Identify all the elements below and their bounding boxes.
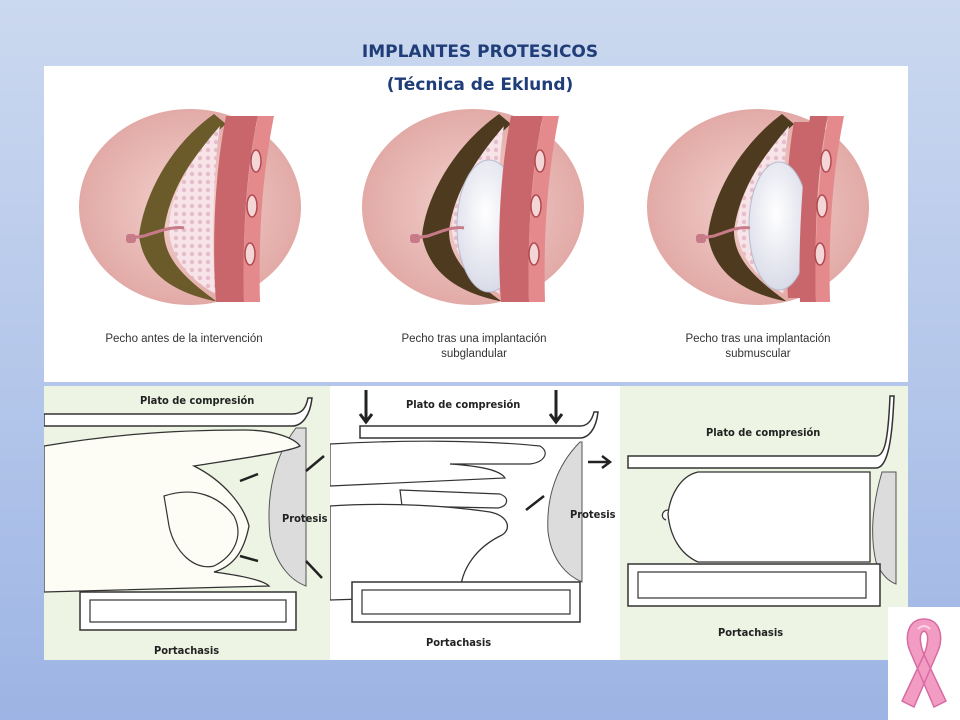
pink-ribbon-icon xyxy=(901,618,947,709)
breast-subglandular-diagram xyxy=(362,109,584,305)
compression-plate-label: Plato de compresión xyxy=(406,398,521,411)
eklund-step-1-illustration xyxy=(44,397,325,631)
prosthesis-label: Protesis xyxy=(282,512,328,525)
cross-section-illustrations xyxy=(79,109,869,305)
cassette-holder-label: Portachasis xyxy=(426,636,492,649)
eklund-step-1-panel: Plato de compresión Protesis Portachasis xyxy=(44,386,330,660)
eklund-step-2-illustration xyxy=(330,390,613,623)
caption-submuscular: Pecho tras una implantación submuscular xyxy=(685,333,831,360)
breast-submuscular-diagram xyxy=(647,109,869,305)
cassette-holder-label: Portachasis xyxy=(718,626,784,639)
eklund-step-3-panel: Plato de compresión Portachasis xyxy=(620,386,908,660)
prosthesis-label: Protesis xyxy=(570,508,616,521)
eklund-step-2-panel: Plato de compresión Protesis Portachasis xyxy=(330,386,620,660)
cassette-holder-label: Portachasis xyxy=(154,644,220,657)
eklund-step-3-illustration xyxy=(627,395,897,607)
compression-plate-label: Plato de compresión xyxy=(706,426,821,439)
ribbon-logo-box xyxy=(888,607,960,720)
compression-plate-label: Plato de compresión xyxy=(140,394,255,407)
breast-before-diagram xyxy=(79,109,301,305)
slide-subtitle: (Técnica de Eklund) xyxy=(386,75,574,95)
cross-section-panel: Pecho antes de la intervención Pecho tra… xyxy=(44,66,908,382)
slide-title: IMPLANTES PROTESICOS xyxy=(361,42,599,62)
caption-subglandular: Pecho tras una implantación subglandular xyxy=(401,333,547,360)
caption-before: Pecho antes de la intervención xyxy=(105,333,263,345)
